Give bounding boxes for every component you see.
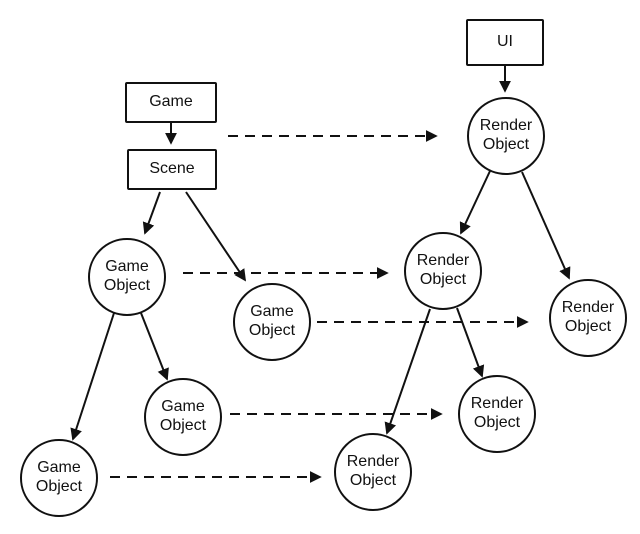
edge-scene-to-game-object-1 [142, 191, 161, 235]
node-render-object-2-label: Render Object [416, 252, 470, 288]
node-render-object-4-label: Render Object [346, 453, 400, 489]
edge-render-object-1-to-render-object-3 [521, 171, 571, 280]
node-game-object-1-label: Game Object [103, 258, 151, 294]
node-game-object-2-label: Game Object [248, 303, 296, 339]
node-game-object-4-label: Game Object [35, 459, 83, 495]
edge-render-object-2-to-render-object-5 [456, 307, 485, 378]
node-render-object-3: Render Object [549, 279, 627, 357]
node-game-object-2: Game Object [233, 283, 311, 361]
edge-scene-to-game-object-2 [185, 191, 247, 282]
edge-render-object-1-to-render-object-2 [459, 170, 491, 235]
node-render-object-1-label: Render Object [479, 117, 533, 153]
node-game-object-3: Game Object [144, 378, 222, 456]
node-game-object-4: Game Object [20, 439, 98, 517]
node-render-object-3-label: Render Object [561, 299, 615, 335]
node-render-object-5: Render Object [458, 375, 536, 453]
edge-game-object-1-to-game-object-3 [140, 312, 169, 381]
node-game-object-1: Game Object [88, 238, 166, 316]
node-render-object-2: Render Object [404, 232, 482, 310]
node-ui-label: UI [497, 33, 513, 51]
node-render-object-4: Render Object [334, 433, 412, 511]
edge-game-object-1-to-game-object-4 [70, 312, 115, 441]
node-game: Game [125, 82, 217, 123]
edge-render-object-2-to-render-object-4 [384, 308, 431, 435]
node-render-object-5-label: Render Object [470, 395, 524, 431]
node-scene-label: Scene [149, 160, 195, 178]
node-game-object-3-label: Game Object [159, 398, 207, 434]
node-render-object-1: Render Object [467, 97, 545, 175]
node-ui: UI [466, 19, 544, 66]
node-scene: Scene [127, 149, 217, 190]
node-game-label: Game [149, 93, 193, 111]
